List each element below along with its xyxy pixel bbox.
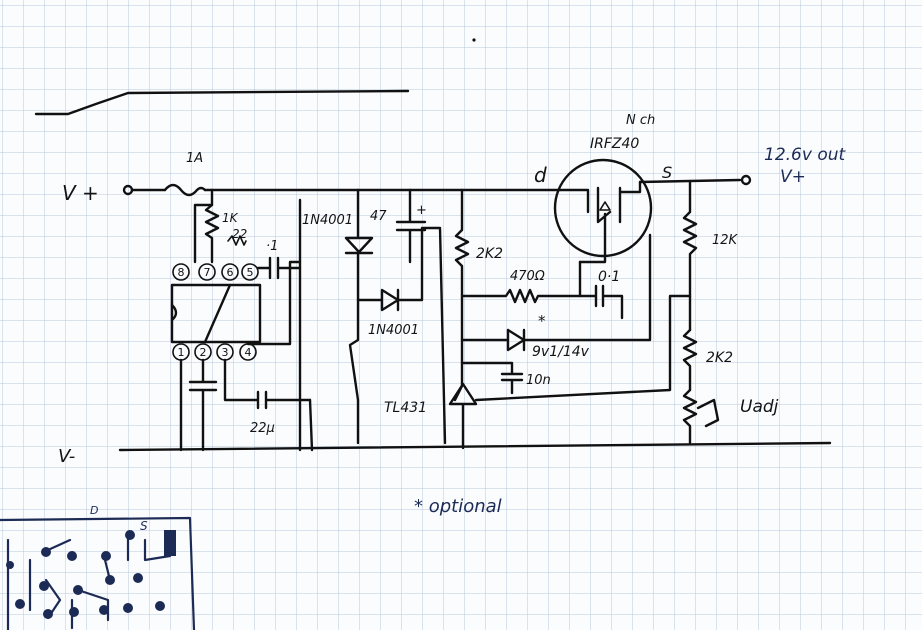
output-divider <box>682 180 720 445</box>
diode-1n4001-b <box>356 226 447 445</box>
ic-pin-2: 2 <box>200 346 207 359</box>
zener-diode <box>460 233 652 352</box>
ic-pin-7: 7 <box>204 266 211 279</box>
r1k-label: 1K <box>222 211 239 225</box>
capacitor-0-1 <box>578 260 624 320</box>
zener-star: * <box>538 312 546 330</box>
r470-label: 470Ω <box>510 269 545 284</box>
capacitor-10n <box>460 361 524 395</box>
ic-pin-5: 5 <box>247 266 254 279</box>
mosfet-part-label: IRFZ40 <box>590 136 639 152</box>
diode2-label: 1N4001 <box>368 323 419 338</box>
zener-label: 9v1/14v <box>532 344 590 360</box>
negative-rail <box>118 441 832 452</box>
ic-pin-4: 4 <box>245 346 252 359</box>
ic-pin-6: 6 <box>227 266 234 279</box>
tl431-label: TL431 <box>384 400 427 416</box>
mosfet-n-channel <box>553 158 653 264</box>
mosfet-type-label: N ch <box>626 113 655 128</box>
diode1-label: 1N4001 <box>302 213 353 228</box>
vplus-in-label: V + <box>62 181 99 205</box>
cap47-label: 47 <box>370 209 387 224</box>
source-label: S <box>662 163 672 182</box>
pcb-layout-sketch <box>0 516 196 630</box>
resistor-2k2-top <box>454 188 470 387</box>
cap01b-label: 0·1 <box>598 269 620 285</box>
sketch-line <box>34 89 410 116</box>
ink-dot <box>472 38 476 42</box>
vadj-label: Uadj <box>740 397 779 417</box>
cap-plus-label: + <box>416 203 427 218</box>
vminus-label: V- <box>58 446 75 467</box>
optional-note: * optional <box>414 496 502 517</box>
diode-1n4001-a <box>344 188 374 445</box>
ic-wiring <box>179 198 314 452</box>
r12k-label: 12K <box>712 233 739 248</box>
output-terminal <box>740 174 752 186</box>
resistor-1k <box>193 188 247 264</box>
ic-pin-8: 8 <box>178 266 185 279</box>
cap22u-label: 22μ <box>250 421 275 436</box>
resistor-470 <box>460 288 582 304</box>
capacitor-47u <box>395 188 427 264</box>
pcb-d-label: D <box>90 504 98 517</box>
ic-pin-3: 3 <box>222 346 229 359</box>
pcb-s-label: S <box>140 519 148 533</box>
fuse-symbol <box>163 183 207 197</box>
fuse-label: 1A <box>186 151 203 166</box>
cap10n-label: 10n <box>526 373 551 388</box>
output-title: 12.6v out <box>764 145 846 165</box>
ic-pin-1: 1 <box>178 346 185 359</box>
r2k2-right-label: 2K2 <box>706 350 733 366</box>
cap01a-label: ·1 <box>266 239 278 254</box>
drain-label: d <box>534 163 547 187</box>
r2k2-top-label: 2K2 <box>476 246 503 262</box>
r22-label: 22 <box>232 227 247 241</box>
tl431-shunt <box>448 294 692 450</box>
vplus-out-label: V+ <box>780 167 806 187</box>
